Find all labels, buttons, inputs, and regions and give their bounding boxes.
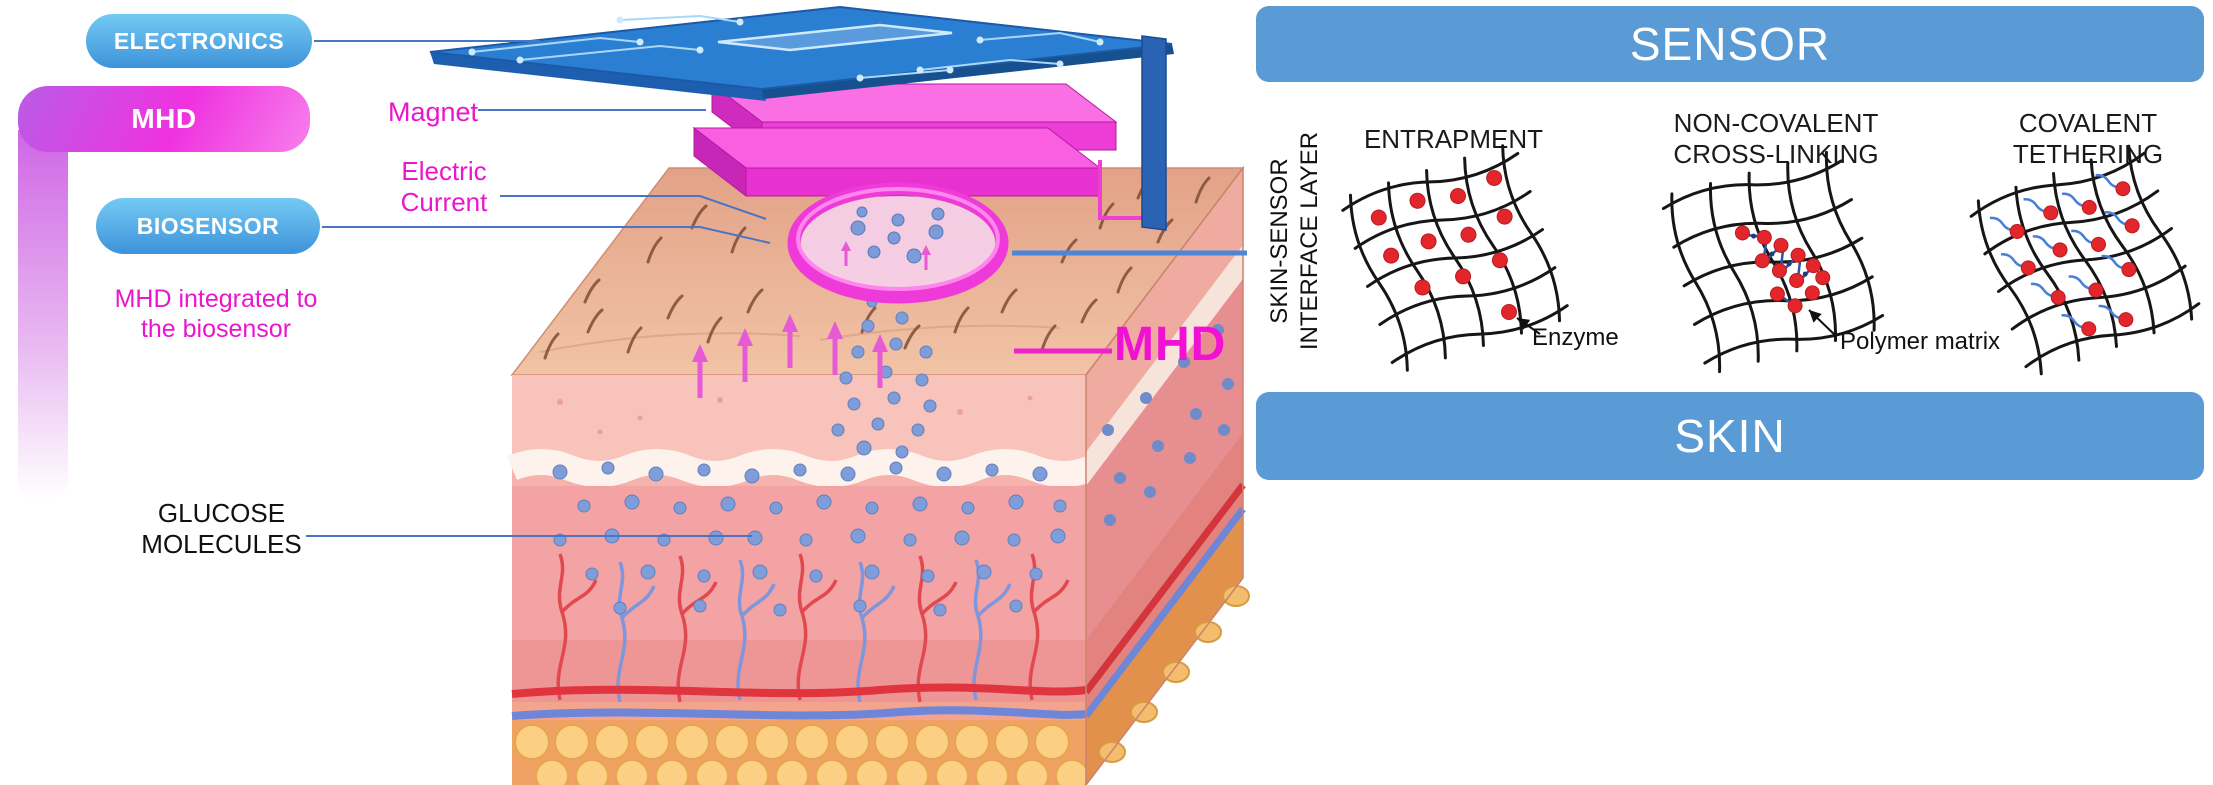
polymer-matrix-arrow <box>1808 309 1837 337</box>
connector-rod <box>1141 35 1167 231</box>
leader-lines <box>306 40 771 537</box>
method-title-noncovalent: NON-COVALENT CROSS-LINKING <box>1673 108 1879 170</box>
enzyme-label: Enzyme <box>1532 324 1619 351</box>
glucose-plume <box>831 296 937 459</box>
magnet-label: Magnet <box>388 97 479 127</box>
fat-layer <box>514 724 1089 785</box>
electronics-label: ELECTRONICS <box>86 14 312 68</box>
glucose-dots <box>552 461 1067 617</box>
mesh-crosslinking <box>1658 147 1888 377</box>
magnet-wire <box>1098 160 1154 220</box>
biosensor-coil <box>787 182 1009 304</box>
blood-vessels <box>511 553 1087 720</box>
sensor-bar: SENSOR <box>1256 6 2204 82</box>
circuit-board <box>429 5 1174 101</box>
method-title-entrapment: ENTRAPMENT <box>1363 124 1544 154</box>
skin-illustration <box>306 5 1250 785</box>
up-arrows <box>692 314 888 398</box>
mesh-tethering <box>1965 140 2205 380</box>
enzyme-arrow <box>1516 317 1541 335</box>
method-title-covalent: COVALENT TETHERING <box>2012 108 2164 170</box>
skin-side-face <box>1083 165 1250 785</box>
glucose-molecules-label: GLUCOSE MOLECULES <box>141 498 302 560</box>
interface-diagrams <box>1337 140 2205 380</box>
mhd-integrated-label: MHD integrated to the biosensor <box>114 285 318 343</box>
mesh-entrapment <box>1337 140 1573 376</box>
biosensor-label: BIOSENSOR <box>96 198 320 254</box>
polymer-matrix-label: Polymer matrix <box>1840 328 2001 355</box>
mhd-big-label: MHD <box>1114 318 1227 371</box>
enzyme-dot <box>1501 304 1517 320</box>
mhd-label: MHD <box>18 86 310 152</box>
skin-bar: SKIN <box>1256 392 2204 480</box>
magnet-stack <box>692 82 1118 198</box>
electric-current-label: Electric Current <box>400 156 488 218</box>
skin-block <box>507 154 1250 785</box>
board-chip <box>717 23 953 52</box>
mhd-gradient-tail <box>18 130 68 500</box>
